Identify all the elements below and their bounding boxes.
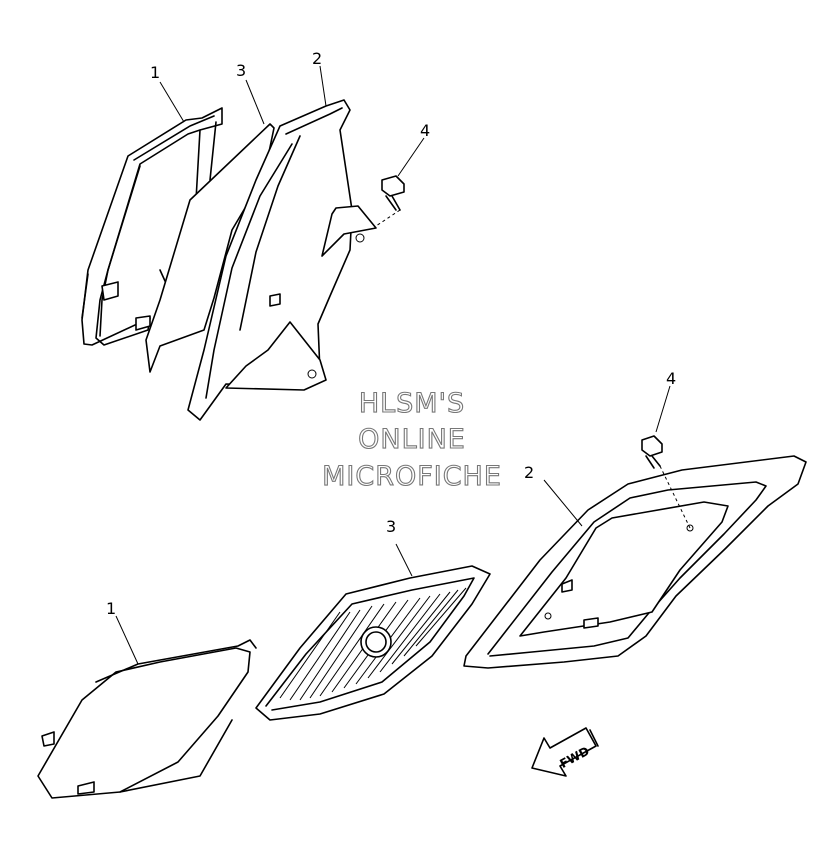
lower-part-2-frame <box>463 455 807 669</box>
callout-upper-4: 4 <box>420 121 430 140</box>
callout-upper-2: 2 <box>312 49 322 68</box>
watermark: HLSM'S ONLINE MICROFICHE <box>322 387 502 492</box>
callout-leaders <box>115 65 671 665</box>
upper-part-4-bolt <box>375 175 405 227</box>
lower-part-3-reflector <box>255 565 491 721</box>
callout-lower-4: 4 <box>666 369 676 388</box>
fwd-arrow-icon: FWD <box>531 727 599 777</box>
callout-upper-1: 1 <box>150 63 160 82</box>
watermark-line-2: ONLINE <box>358 424 466 455</box>
callout-upper-3: 3 <box>236 61 246 80</box>
callout-lower-1: 1 <box>106 599 116 618</box>
upper-part-3-gasket <box>145 123 275 373</box>
lower-part-1-lens <box>37 639 257 799</box>
callout-lower-2: 2 <box>524 463 534 482</box>
callout-lower-3: 3 <box>386 517 396 536</box>
watermark-line-1: HLSM'S <box>359 388 465 419</box>
watermark-line-3: MICROFICHE <box>322 461 502 492</box>
lower-part-4-bolt <box>641 435 691 529</box>
upper-part-2-cover <box>187 99 377 421</box>
upper-part-1-frame <box>81 107 223 346</box>
callout-numbers: 1 3 2 4 4 2 3 1 <box>106 49 676 618</box>
upper-assembly <box>81 99 405 421</box>
lower-assembly <box>37 435 807 799</box>
